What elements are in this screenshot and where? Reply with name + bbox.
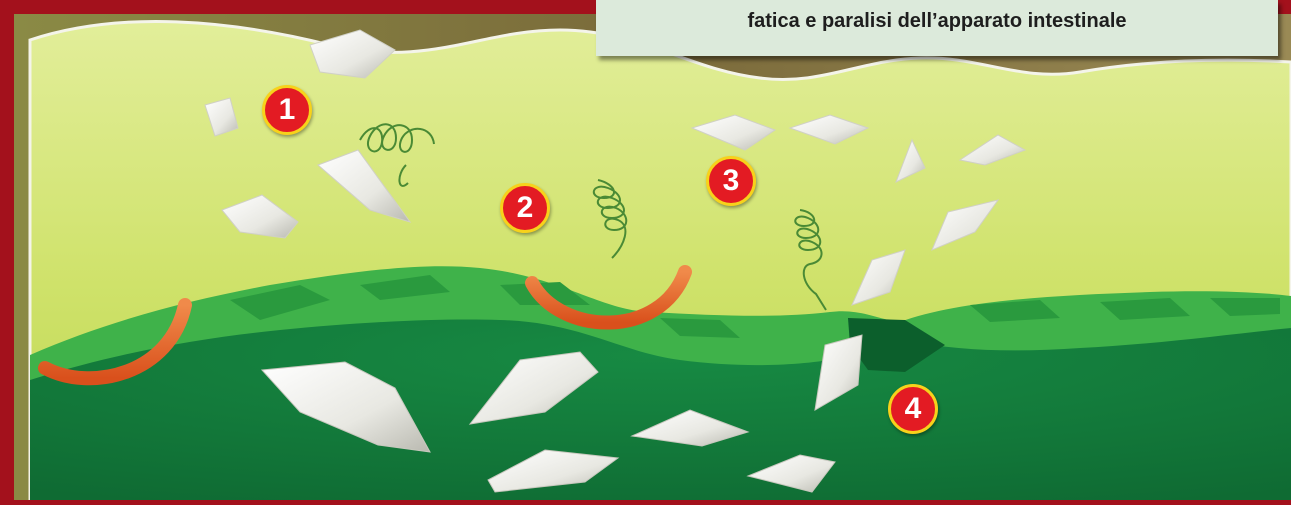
- marker-3: 3: [706, 156, 756, 206]
- marker-1: 1: [262, 85, 312, 135]
- marker-4: 4: [888, 384, 938, 434]
- marker-2: 2: [500, 183, 550, 233]
- caption-text: fatica e paralisi dell’apparato intestin…: [747, 10, 1126, 33]
- caption-box: fatica e paralisi dell’apparato intestin…: [596, 0, 1278, 56]
